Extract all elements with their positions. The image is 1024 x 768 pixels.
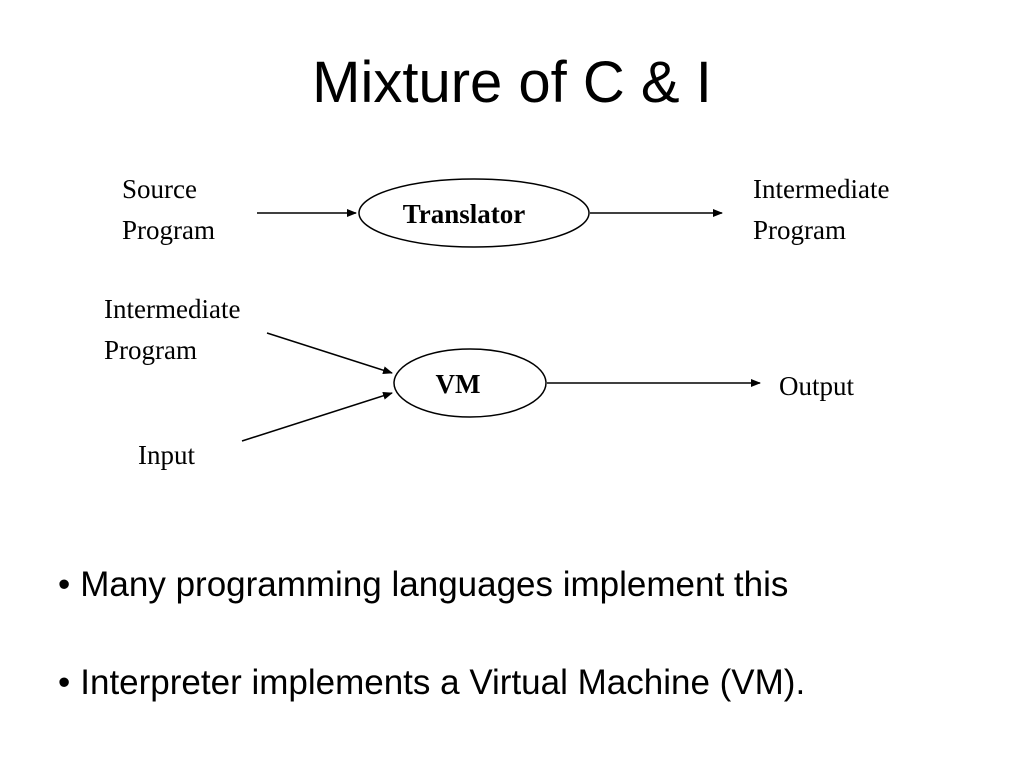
arrow-input-to-vm: [241, 391, 393, 442]
bullet-item: •Interpreter implements a Virtual Machin…: [58, 658, 805, 708]
vm-intermediate-program-label-line2: Program: [104, 335, 197, 365]
intermediate-program-label-line2: Program: [753, 215, 846, 245]
source-program-label-line2: Program: [122, 215, 215, 245]
intermediate-program-label-line1: Intermediate: [753, 174, 889, 204]
translator-node: [358, 178, 590, 248]
bullet-marker: •: [58, 565, 71, 604]
translator-label: Translator: [403, 199, 526, 229]
output-label: Output: [779, 371, 855, 401]
vm-node: [393, 348, 547, 418]
bullet-list: •Many programming languages implement th…: [58, 560, 805, 708]
bullet-marker: •: [58, 663, 71, 702]
arrow-intermediate-to-vm: [266, 332, 393, 375]
bullet-text: Interpreter implements a Virtual Machine…: [80, 663, 806, 702]
vm-label: VM: [436, 369, 481, 399]
bullet-text: Many programming languages implement thi…: [80, 565, 789, 604]
bullet-item: •Many programming languages implement th…: [58, 560, 805, 610]
source-program-label-line1: Source: [122, 174, 197, 204]
slide-title: Mixture of C & I: [312, 50, 712, 115]
input-label: Input: [138, 440, 195, 470]
vm-intermediate-program-label-line1: Intermediate: [104, 294, 240, 324]
